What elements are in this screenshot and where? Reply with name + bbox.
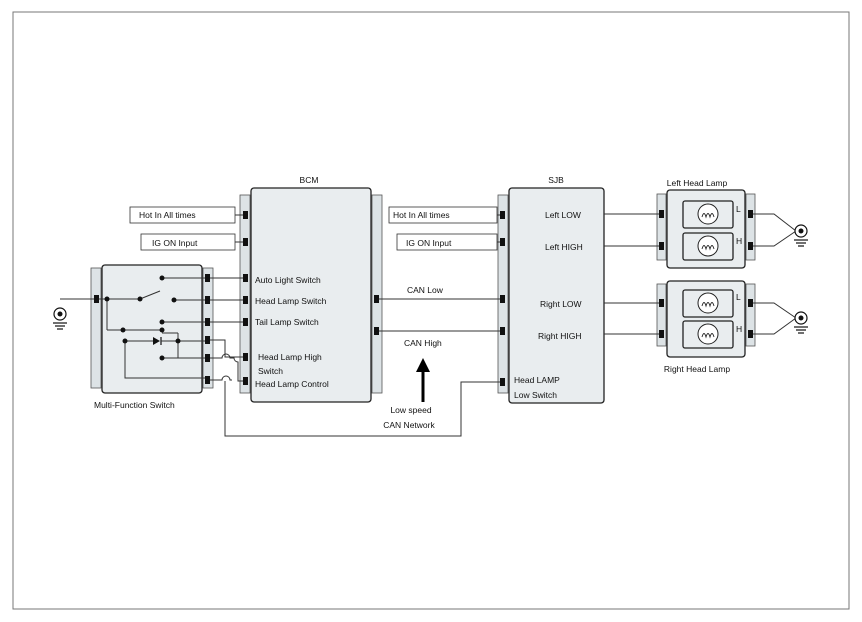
switch-contact-icon bbox=[139, 290, 161, 300]
network-label-line1: Low speed bbox=[390, 405, 431, 415]
sjb-pin-hot bbox=[500, 211, 505, 219]
bulb-icon bbox=[697, 323, 719, 345]
sjb-pin-head-lamp-low bbox=[500, 378, 505, 386]
bcm-label-auto-light: Auto Light Switch bbox=[255, 275, 321, 285]
bcm-pin-high bbox=[243, 353, 248, 361]
sjb-hot-input-label: Hot In All times bbox=[393, 210, 450, 220]
sjb-title: SJB bbox=[548, 175, 564, 185]
network-label-line2: CAN Network bbox=[383, 420, 435, 430]
left-head-lamp: Left Head Lamp L H bbox=[656, 178, 756, 269]
ground-icon bbox=[53, 298, 94, 330]
ground-icon bbox=[794, 311, 808, 334]
right-lamp-high-label: H bbox=[736, 324, 742, 334]
sjb-ig-input-label: IG ON Input bbox=[406, 238, 452, 248]
sjb-box bbox=[508, 187, 605, 404]
sjb-pin-can-high bbox=[500, 327, 505, 335]
mfs-title: Multi-Function Switch bbox=[94, 400, 175, 410]
bcm-hot-input-label: Hot In All times bbox=[139, 210, 196, 220]
bulb-icon bbox=[697, 292, 719, 314]
sjb-module: SJB Left LOW Left HIGH Right LOW Right H… bbox=[497, 175, 605, 404]
bcm-box bbox=[250, 187, 372, 403]
bcm-label-head-lamp-high: Head Lamp High bbox=[258, 352, 322, 362]
bcm-pin-hot bbox=[243, 211, 248, 219]
bcm-left-connector bbox=[239, 194, 251, 394]
left-head-lamp-title: Left Head Lamp bbox=[667, 178, 728, 188]
can-high-label: CAN High bbox=[404, 338, 442, 348]
bcm-pin-head bbox=[243, 296, 248, 304]
bcm-title: BCM bbox=[300, 175, 319, 185]
ground-icon bbox=[794, 224, 808, 247]
bcm-label-head-lamp-switch: Head Lamp Switch bbox=[255, 296, 327, 306]
mfs-pin-control bbox=[205, 376, 210, 384]
sjb-label-head-lamp: Head LAMP bbox=[514, 375, 560, 385]
sjb-label-right-low: Right LOW bbox=[540, 299, 582, 309]
bcm-pin-auto bbox=[243, 274, 248, 282]
mfs-right-connector bbox=[202, 267, 214, 389]
sjb-label-right-high: Right HIGH bbox=[538, 331, 581, 341]
sjb-pin-ig bbox=[500, 238, 505, 246]
right-head-lamp-title: Right Head Lamp bbox=[664, 364, 730, 374]
bcm-pin-tail bbox=[243, 318, 248, 326]
bulb-icon bbox=[697, 203, 719, 225]
mfs-pin-high-a bbox=[205, 336, 210, 344]
bcm-label-head-lamp-high-switch: Switch bbox=[258, 366, 283, 376]
sjb-label-left-high: Left HIGH bbox=[545, 242, 583, 252]
arrow-up-icon bbox=[416, 358, 430, 402]
bcm-pin-can-low bbox=[374, 295, 379, 303]
multi-function-switch: Multi-Function Switch bbox=[90, 264, 214, 410]
can-low-label: CAN Low bbox=[407, 285, 444, 295]
mfs-pin-tail bbox=[205, 318, 210, 326]
head-lamp-low-switch-wire bbox=[224, 381, 500, 437]
bcm-pin-ig bbox=[243, 238, 248, 246]
bcm-label-head-lamp-control: Head Lamp Control bbox=[255, 379, 329, 389]
bcm-module: BCM Auto Light Switch Head Lamp Switch T… bbox=[239, 175, 383, 403]
bcm-label-tail-lamp-switch: Tail Lamp Switch bbox=[255, 317, 319, 327]
left-lamp-low-label: L bbox=[736, 204, 741, 214]
mfs-pin-auto bbox=[205, 274, 210, 282]
right-lamp-low-label: L bbox=[736, 292, 741, 302]
mfs-box bbox=[101, 264, 203, 394]
left-lamp-high-label: H bbox=[736, 236, 742, 246]
sjb-label-left-low: Left LOW bbox=[545, 210, 581, 220]
mfs-pin-high-b bbox=[205, 354, 210, 362]
bcm-right-connector bbox=[371, 194, 383, 394]
bcm-pin-can-high bbox=[374, 327, 379, 335]
bcm-pin-control bbox=[243, 377, 248, 385]
bulb-icon bbox=[697, 235, 719, 257]
mfs-pin-head bbox=[205, 296, 210, 304]
sjb-label-low-switch: Low Switch bbox=[514, 390, 557, 400]
sjb-left-connector bbox=[497, 194, 509, 394]
mfs-left-connector bbox=[90, 267, 102, 389]
right-head-lamp: L H Right Head Lamp bbox=[656, 280, 756, 374]
mfs-pin-common bbox=[94, 295, 99, 303]
bcm-ig-input-label: IG ON Input bbox=[152, 238, 198, 248]
sjb-pin-can-low bbox=[500, 295, 505, 303]
